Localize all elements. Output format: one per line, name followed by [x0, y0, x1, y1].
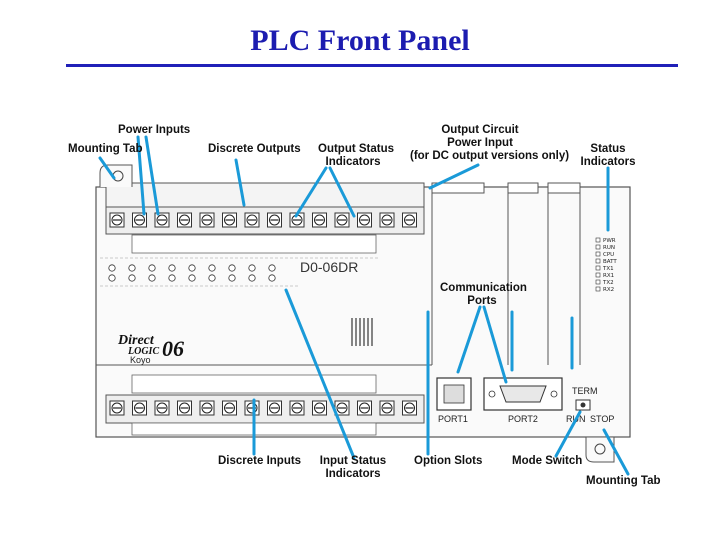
callout-discrete-outputs: Discrete Outputs — [208, 143, 301, 156]
terminal-screw — [380, 401, 394, 415]
callout-power-inputs: Power Inputs — [118, 124, 190, 137]
terminal-screw — [178, 401, 192, 415]
output-indicator-led — [249, 265, 255, 271]
status-led-label: RX2 — [603, 287, 614, 293]
output-indicator-led — [269, 265, 275, 271]
terminal-screw — [268, 401, 282, 415]
callout-status-line1: Status — [580, 143, 636, 156]
input-indicator-led — [209, 275, 215, 281]
callout-mounting-tab-bottom: Mounting Tab — [586, 475, 661, 488]
terminal-screw — [268, 213, 282, 227]
callout-input-status-line1: Input Status — [318, 455, 388, 468]
callout-output-status-indicators: Output Status Indicators — [318, 143, 388, 169]
terminal-screw — [313, 401, 327, 415]
status-led-label: TX1 — [602, 266, 614, 272]
output-indicator-led — [109, 265, 115, 271]
callout-mode-switch: Mode Switch — [512, 455, 582, 468]
callout-output-status-line1: Output Status — [318, 143, 388, 156]
input-indicator-led — [129, 275, 135, 281]
plc-body — [96, 165, 630, 462]
input-indicator-led — [189, 275, 195, 281]
terminal-screw — [200, 213, 214, 227]
model-label: D0-06DR — [300, 259, 358, 275]
output-indicator-led — [189, 265, 195, 271]
port2-label: PORT2 — [508, 414, 538, 424]
callout-status-line2: Indicators — [580, 156, 636, 169]
callout-discrete-inputs: Discrete Inputs — [218, 455, 301, 468]
terminal-screw — [403, 213, 417, 227]
terminal-screw — [200, 401, 214, 415]
terminal-screw — [380, 213, 394, 227]
callout-output-circuit-power-input: Output Circuit Power Input (for DC outpu… — [410, 124, 550, 163]
output-indicator-led — [149, 265, 155, 271]
input-indicator-led — [149, 275, 155, 281]
brand-number: 06 — [162, 336, 184, 361]
status-led-label: BATT — [603, 259, 617, 265]
status-led-label: PWR — [603, 238, 616, 244]
terminal-screw — [155, 401, 169, 415]
input-indicator-led — [269, 275, 275, 281]
term-label: TERM — [572, 386, 598, 396]
callout-communication-ports: Communication Ports — [440, 282, 524, 308]
input-indicator-led — [229, 275, 235, 281]
callout-input-status-line2: Indicators — [318, 468, 388, 481]
output-indicator-led — [209, 265, 215, 271]
callout-status-indicators: Status Indicators — [580, 143, 636, 169]
input-indicator-led — [169, 275, 175, 281]
stop-label: STOP — [590, 414, 614, 424]
output-indicator-led — [129, 265, 135, 271]
status-led-label: RX1 — [603, 273, 614, 279]
output-indicator-led — [229, 265, 235, 271]
callout-output-status-line2: Indicators — [318, 156, 388, 169]
callout-mounting-tab-top: Mounting Tab — [68, 143, 143, 156]
terminal-screw — [133, 401, 147, 415]
terminal-screw — [335, 213, 349, 227]
status-led-label: RUN — [603, 245, 615, 251]
status-led-label: TX2 — [602, 280, 614, 286]
terminal-screw — [358, 213, 372, 227]
callout-input-status-indicators: Input Status Indicators — [318, 455, 388, 481]
input-indicator-led — [249, 275, 255, 281]
callout-comm-line2: Ports — [440, 295, 524, 308]
terminal-screw — [178, 213, 192, 227]
output-indicator-led — [169, 265, 175, 271]
callout-option-slots: Option Slots — [414, 455, 482, 468]
input-indicator-led — [109, 275, 115, 281]
callout-comm-line1: Communication — [440, 282, 524, 295]
status-led-label: CPU — [603, 252, 614, 258]
terminal-screw — [110, 401, 124, 415]
terminal-screw — [223, 213, 237, 227]
terminal-screw — [245, 213, 259, 227]
terminal-screw — [403, 401, 417, 415]
port1-label: PORT1 — [438, 414, 468, 424]
terminal-screw — [290, 401, 304, 415]
terminal-screw — [245, 401, 259, 415]
terminal-screw — [110, 213, 124, 227]
brand-koyo: Koyo — [130, 355, 151, 365]
terminal-screw — [223, 401, 237, 415]
terminal-screw — [358, 401, 372, 415]
callout-output-circuit-line1: Output Circuit — [410, 124, 550, 137]
callout-output-circuit-line2: Power Input — [410, 137, 550, 150]
callout-output-circuit-line3: (for DC output versions only) — [410, 150, 550, 163]
terminal-screw — [313, 213, 327, 227]
